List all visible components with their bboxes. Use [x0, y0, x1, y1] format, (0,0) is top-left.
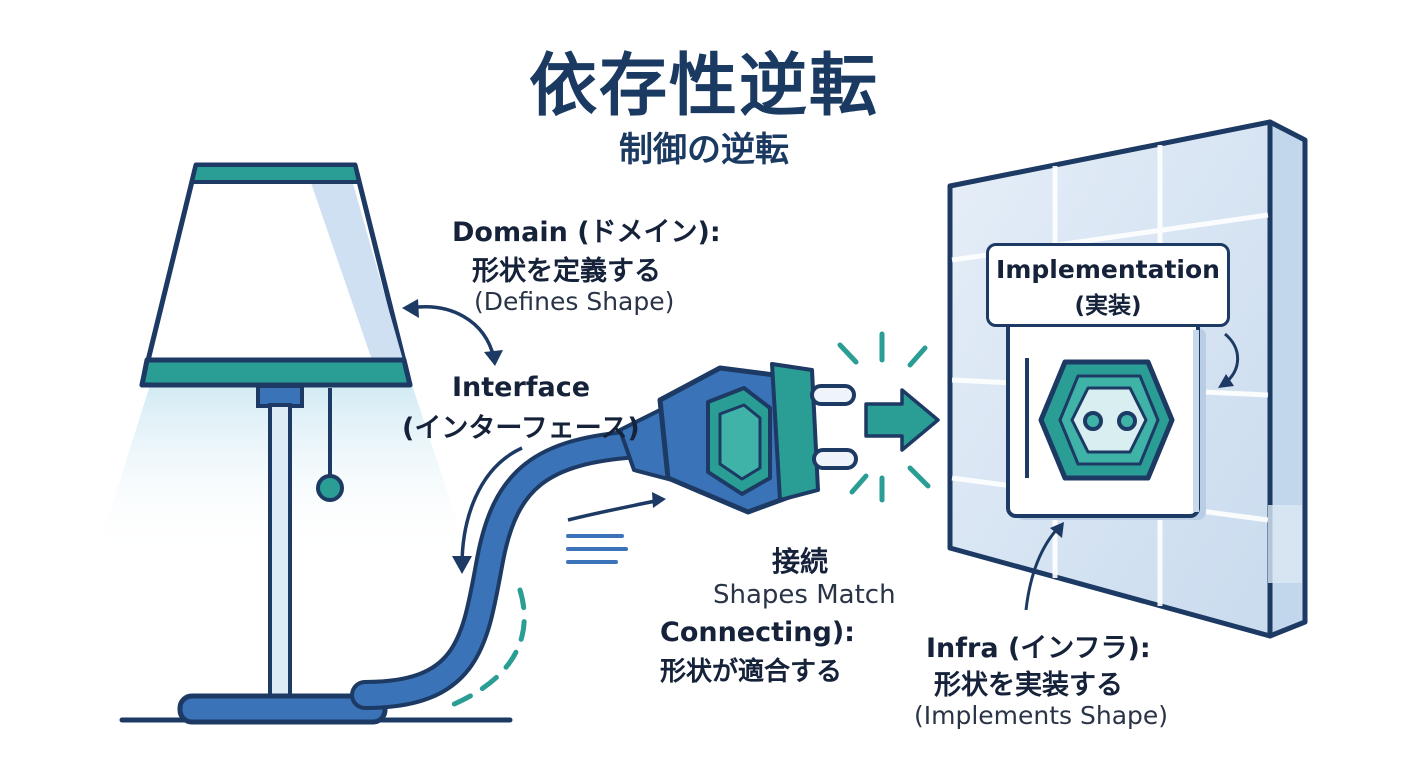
interface-heading: Interface [452, 372, 591, 403]
lamp-icon [95, 162, 470, 725]
implementation-arrow-head [1218, 374, 1234, 388]
domain-heading: Domain (ドメイン): [452, 217, 721, 248]
domain-interface-arrow-head-a [402, 299, 419, 318]
plug-icon [618, 362, 858, 515]
spark-line [837, 342, 859, 365]
infra-arrow [1024, 526, 1060, 611]
domain-interface-arrow [409, 305, 496, 359]
infra-english: (Implements Shape) [914, 701, 1169, 730]
domain-english: (Defines Shape) [474, 287, 675, 316]
spark-icon [837, 331, 931, 503]
curved-arrow-cable-icon [460, 446, 523, 567]
spark-line [849, 473, 869, 495]
socket-recess [1070, 386, 1148, 454]
page-subtitle: 制御の逆転 [619, 130, 789, 170]
lamp-shade-top-band [190, 163, 361, 184]
connecting-japanese: 形状が適合する [660, 657, 843, 687]
implementation-box: Implementation (実装) [986, 243, 1230, 327]
power-cable-fill [354, 433, 651, 706]
socket-hole-right [1117, 411, 1137, 431]
plug-pin-bottom [812, 448, 858, 470]
lamp-pull-knob [316, 474, 344, 502]
curved-arrow-cable-head [452, 556, 472, 574]
connecting-heading: Connecting): [660, 617, 855, 648]
plug-pin-top [810, 384, 856, 406]
socket-hole-left [1083, 411, 1103, 431]
spark-line [907, 345, 928, 368]
wall-socket-icon [947, 119, 1308, 639]
motion-arrow-icon [567, 498, 661, 522]
page-title: 依存性逆転 [528, 47, 879, 126]
plug-face-inner [718, 403, 762, 481]
infra-heading: Infra (インフラ): [926, 633, 1151, 664]
implementation-japanese: (実装) [1074, 293, 1142, 319]
motion-arrow-head [652, 492, 666, 508]
lamp-shade-highlight [310, 180, 403, 360]
arrow-icon [864, 388, 940, 452]
domain-japanese: 形状を定義する [472, 256, 661, 287]
lamp-shade-bottom-band [139, 357, 413, 388]
interface-japanese: (インターフェース) [402, 413, 640, 444]
domain-interface-arrow-head-b [484, 350, 503, 366]
plug-collar [770, 362, 820, 502]
infra-japanese: 形状を実装する [934, 670, 1123, 701]
infra-arrow-head [1050, 522, 1064, 538]
connecting-english: Shapes Match [713, 580, 896, 610]
motion-dash-arc [449, 587, 527, 708]
spark-line [907, 465, 931, 489]
edge-tile-fragment [1268, 505, 1302, 583]
lamp-pole [268, 403, 292, 702]
connecting-japanese-top: 接続 [772, 545, 829, 578]
implementation-heading: Implementation [996, 255, 1220, 284]
